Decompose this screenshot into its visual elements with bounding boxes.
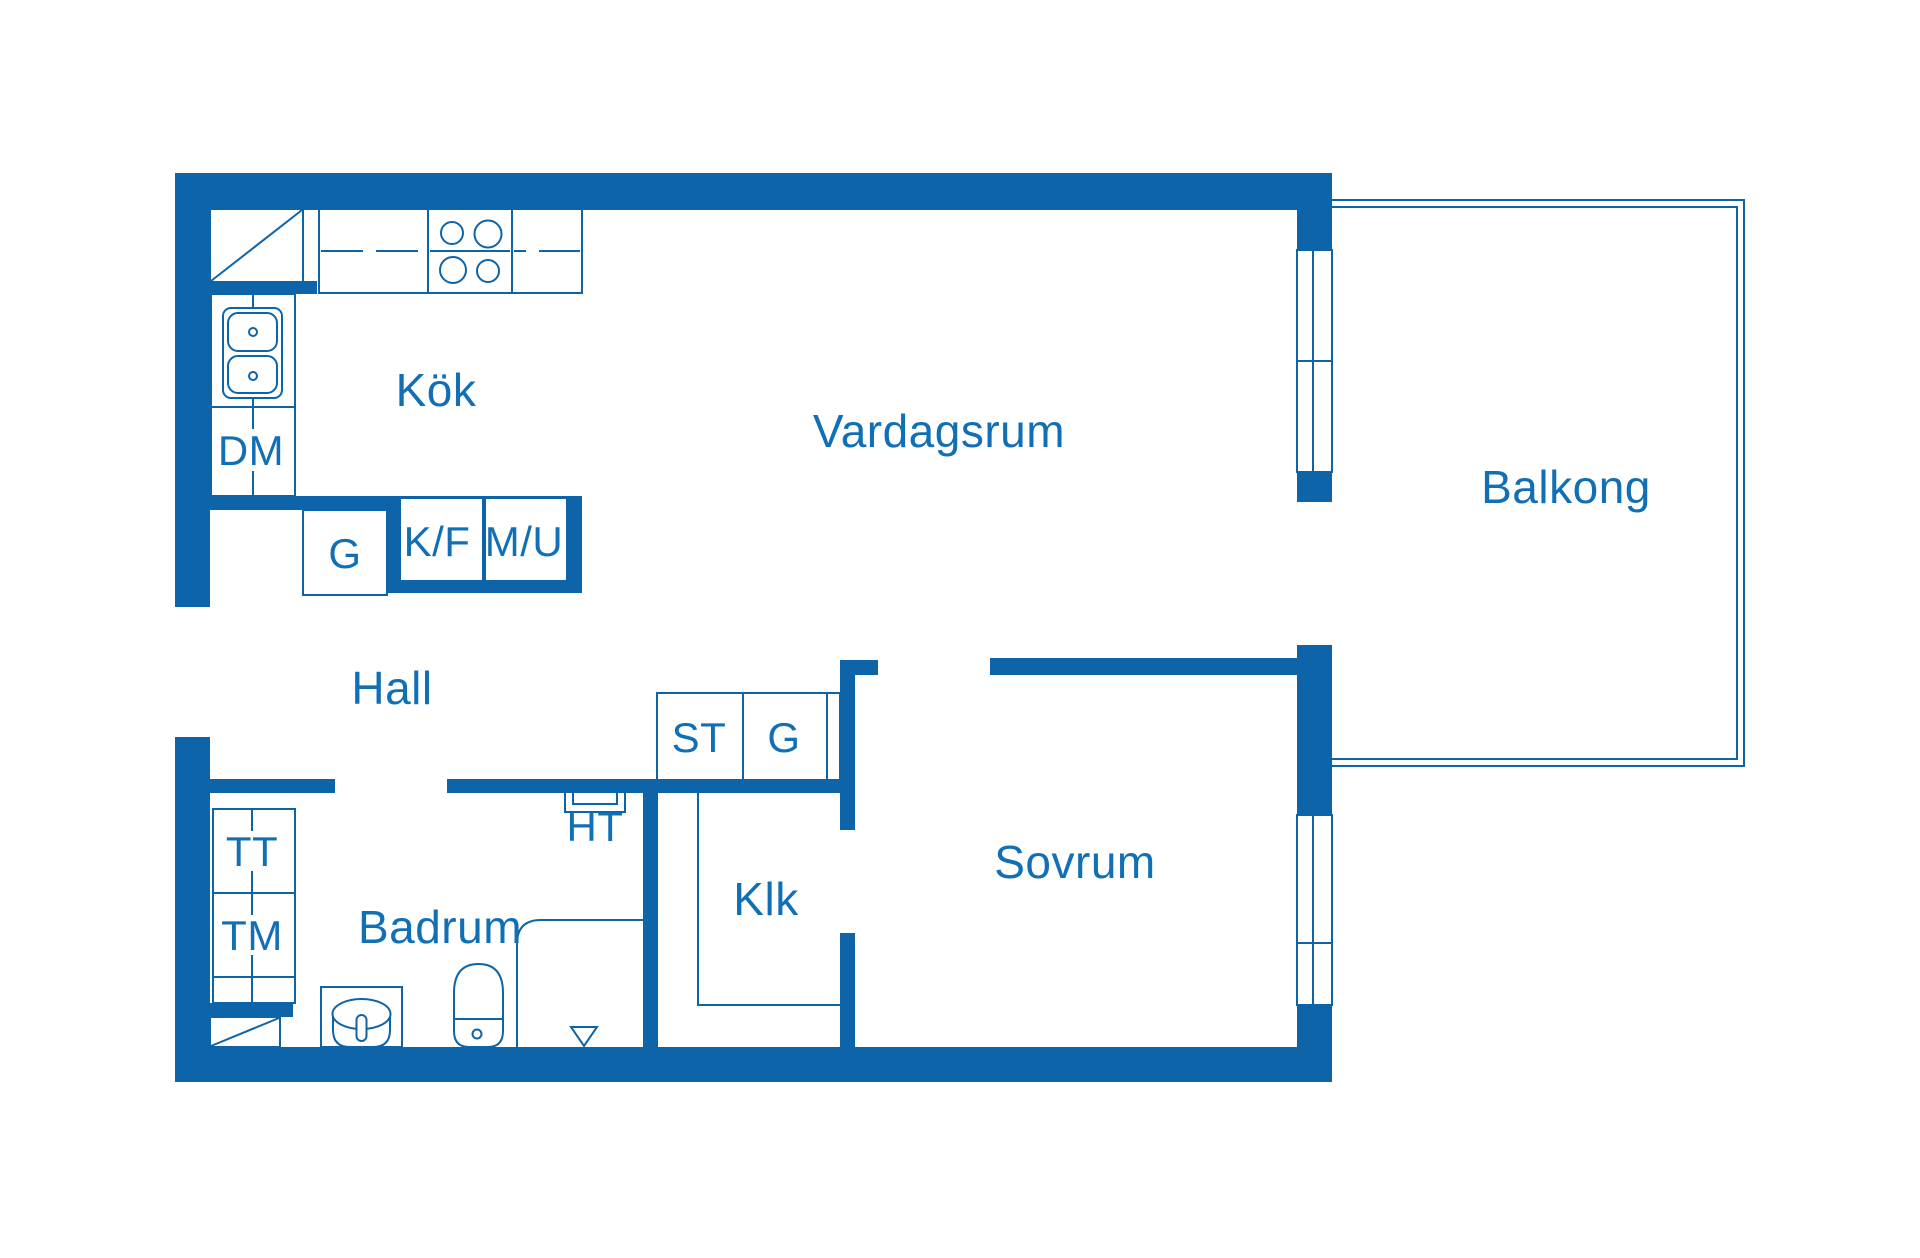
towel-dryer bbox=[564, 793, 626, 813]
wall-right-bottom-corner bbox=[1297, 1005, 1332, 1047]
closet-label: Klk bbox=[733, 873, 799, 925]
kitchen-fixtures: DM G K/F M/U bbox=[209, 208, 583, 596]
bathroom-label: Badrum bbox=[358, 901, 522, 953]
toilet-flush-button bbox=[471, 1028, 483, 1040]
wall-bathroom-north-left bbox=[208, 779, 335, 793]
floor-drain-icon bbox=[569, 1026, 599, 1048]
wall-right-top-corner bbox=[1297, 210, 1332, 250]
tumble-dryer-label: TT bbox=[226, 828, 278, 875]
wall-bathroom-north-right bbox=[447, 779, 855, 793]
bedroom-window bbox=[1296, 814, 1333, 1006]
room-labels: Kök Vardagsrum Balkong Hall Badrum Klk S… bbox=[351, 364, 1650, 953]
corner-cabinet-diagonal bbox=[210, 209, 303, 282]
towel-dryer-outer bbox=[564, 793, 626, 813]
kitchen-wardrobe-label: G bbox=[328, 530, 361, 577]
dryer-label-mask bbox=[226, 831, 278, 871]
wall-bedroom-north bbox=[990, 658, 1297, 675]
towel-dryer-inner bbox=[572, 793, 618, 805]
outer-walls bbox=[175, 173, 1332, 1082]
wall-stub-under-laundry-closet bbox=[175, 1003, 293, 1017]
balcony-railing-outer bbox=[1332, 199, 1745, 767]
wall-top bbox=[175, 173, 1332, 210]
washbasin-tap bbox=[355, 1014, 368, 1042]
bedroom-window-frame bbox=[1296, 814, 1333, 1006]
burner-top-left bbox=[440, 221, 464, 245]
cleaning-closet-label: ST bbox=[672, 714, 727, 761]
dishwasher-label-mask bbox=[221, 429, 283, 471]
living-room-window bbox=[1296, 249, 1333, 473]
washer-label-mask bbox=[224, 915, 281, 955]
wall-right-between-window-and-balcony-door bbox=[1297, 472, 1332, 502]
washbasin-pedestal bbox=[332, 1012, 391, 1048]
kitchen-sink bbox=[222, 307, 283, 399]
hall-label: Hall bbox=[351, 662, 432, 714]
microwave-oven-label: M/U bbox=[485, 518, 564, 565]
wall-stub-under-corner-cabinet bbox=[210, 281, 317, 294]
bathroom-fixtures: TT TM HT bbox=[209, 793, 643, 1048]
kitchen-label: Kök bbox=[396, 364, 477, 416]
wall-closet-east-upper bbox=[840, 660, 855, 830]
washbasin bbox=[320, 986, 403, 1048]
closet-shelving-line bbox=[697, 793, 840, 1006]
bathroom-corner-unit-diagonal bbox=[210, 1017, 280, 1047]
wall-bathroom-east bbox=[643, 793, 658, 1047]
wall-closet-east-lower bbox=[840, 933, 855, 1047]
stove-burners bbox=[439, 219, 503, 284]
sink-drain-upper bbox=[248, 327, 258, 337]
wall-bedroom-door-jamb-left bbox=[852, 660, 878, 675]
dishwasher-label: DM bbox=[218, 427, 284, 474]
wall-left-lower bbox=[175, 737, 210, 1082]
burner-bottom-left bbox=[439, 256, 467, 284]
windows bbox=[1296, 249, 1333, 1006]
balcony-railing-inner bbox=[1332, 206, 1738, 760]
wall-right-mid bbox=[1297, 645, 1332, 815]
fridge-freezer-box bbox=[399, 497, 484, 582]
balcony-outline bbox=[1332, 199, 1745, 767]
bedroom-label: Sovrum bbox=[994, 836, 1155, 888]
hall-fixtures: ST G bbox=[656, 692, 841, 781]
fridge-freezer-label: K/F bbox=[404, 518, 471, 565]
burner-top-right bbox=[473, 219, 503, 249]
hall-closet-block bbox=[656, 692, 841, 781]
interior-walls bbox=[175, 281, 1297, 1047]
toilet bbox=[453, 962, 504, 1048]
wall-left-upper bbox=[175, 210, 210, 607]
wall-kitchen-south bbox=[177, 496, 388, 510]
washing-machine-label: TM bbox=[221, 912, 283, 959]
towel-dryer-label: HT bbox=[567, 803, 624, 850]
living-room-label: Vardagsrum bbox=[813, 405, 1065, 457]
microwave-oven-box bbox=[484, 497, 568, 582]
balcony-label: Balkong bbox=[1481, 461, 1651, 513]
toilet-outline bbox=[453, 962, 504, 1048]
wardrobe-label: G bbox=[767, 714, 800, 761]
burner-bottom-right bbox=[476, 259, 500, 283]
wall-bottom bbox=[175, 1047, 1332, 1082]
kitchen-wardrobe bbox=[302, 509, 388, 596]
shower-enclosure bbox=[516, 919, 643, 1047]
sink-drain-lower bbox=[248, 371, 258, 381]
